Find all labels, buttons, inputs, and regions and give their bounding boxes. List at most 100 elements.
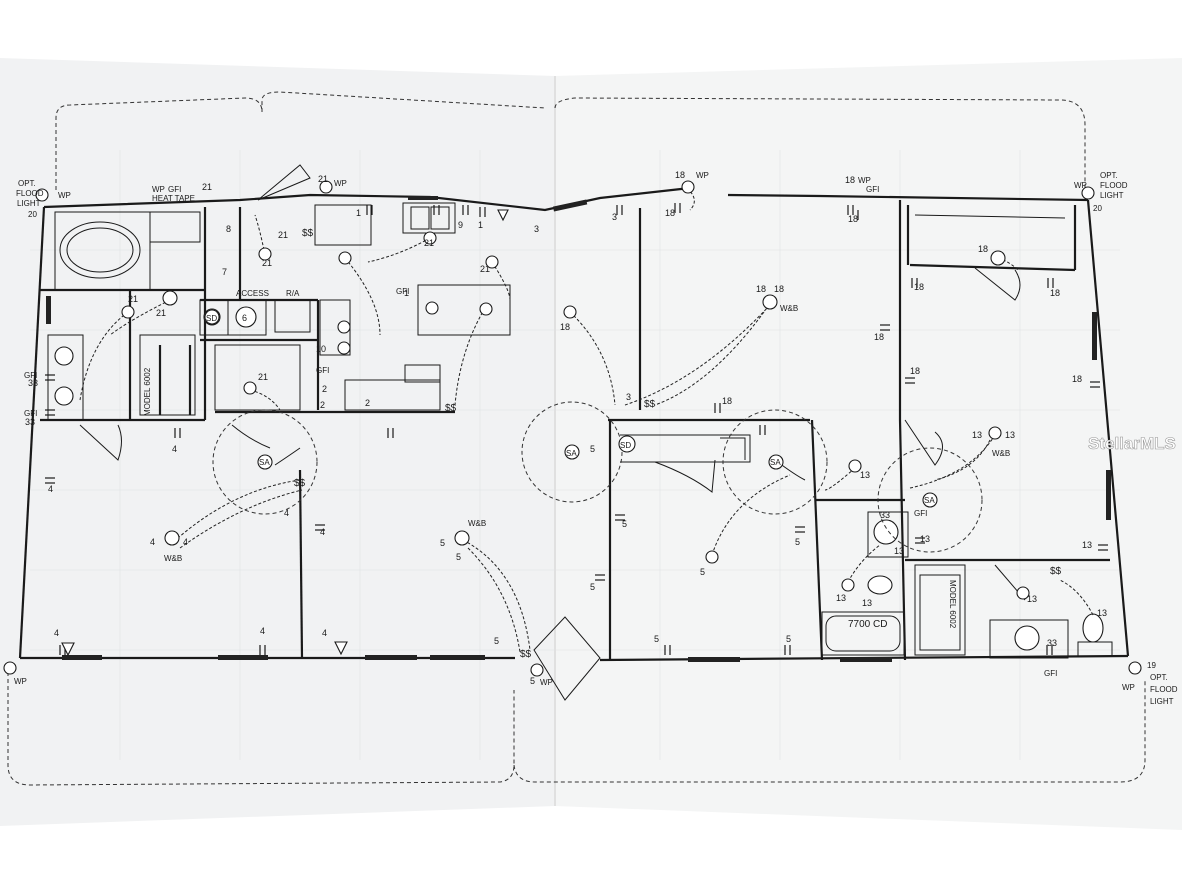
flood-left-line2: FLOOD — [16, 189, 44, 198]
wp-heat: WP — [152, 185, 165, 194]
switch-bed: $$ — [294, 478, 306, 489]
circuit-number-c18f: 18 — [774, 284, 784, 294]
circuit-number-c5a: 5 — [440, 538, 445, 548]
circuit-number-c33a: 33 — [28, 378, 38, 388]
circuit-number-c21h: 21 — [480, 264, 490, 274]
circuit-number-c13g: 13 — [836, 593, 846, 603]
ra-label: R/A — [286, 289, 300, 298]
smoke-alarm-coverage — [212, 401, 983, 553]
flood-right-line1: OPT. — [1100, 171, 1118, 180]
flood-br-line3: LIGHT — [1150, 697, 1174, 706]
heat-tape-label: HEAT TAPE — [152, 194, 195, 203]
circuit-number-c13c: 13 — [860, 470, 870, 480]
wp-right-top2: WP — [858, 176, 871, 185]
windows — [46, 196, 1111, 662]
circuit-number-c4h: 4 — [260, 626, 265, 636]
sd-hall: SD — [620, 441, 631, 450]
circuit-number-c4c: 4 — [183, 537, 188, 547]
flood-br-num: 19 — [1147, 661, 1156, 670]
sa-center: SA — [566, 449, 577, 458]
wb-left-bedroom: W&B — [164, 554, 182, 563]
circuit-number-c18i: 18 — [978, 244, 988, 254]
wb-master: W&B — [992, 449, 1010, 458]
hall-bath-fixtures — [821, 511, 1113, 659]
circuit-number-c21b: 21 — [318, 174, 328, 184]
wp-left-top: WP — [58, 191, 71, 200]
shower-stall — [149, 211, 201, 243]
circuit-number-c5e: 5 — [590, 582, 595, 592]
circuit-number-c5f: 5 — [654, 634, 659, 644]
circuit-number-c18h: 18 — [722, 396, 732, 406]
circuit-number-c5j: 5 — [700, 567, 705, 577]
switch-entry: $$ — [302, 228, 314, 239]
left-page — [0, 58, 555, 826]
light-fixtures — [3, 180, 1142, 677]
circuit-number-c6: 6 — [242, 313, 247, 323]
circuit-number-c33c: 33 — [880, 510, 890, 520]
circuit-number-c4f: 4 — [320, 527, 325, 537]
tub-label: 7700 CD — [848, 619, 887, 630]
wp-right-door: WP — [696, 171, 709, 180]
flood-left-line3: LIGHT — [17, 199, 41, 208]
circuit-number-c13e: 13 — [920, 534, 930, 544]
switch-master: $$ — [1050, 566, 1062, 577]
phone-jack-icon — [61, 642, 75, 657]
circuit-number-c5i: 5 — [786, 634, 791, 644]
flood-right-line3: LIGHT — [1100, 191, 1124, 200]
eave-outline — [7, 91, 1146, 786]
gfi-vanity2: GFI — [24, 409, 37, 418]
circuit-number-c9: 9 — [458, 220, 463, 230]
outlets — [45, 203, 1108, 655]
circuit-number-c18k: 18 — [1050, 288, 1060, 298]
wb-family: W&B — [780, 304, 798, 313]
circuit-number-c18b: 18 — [845, 175, 855, 185]
circuit-number-c13h: 13 — [862, 598, 872, 608]
gfi-heat: GFI — [168, 185, 181, 194]
access-label: ACCESS — [236, 289, 269, 298]
circuit-number-c7: 7 — [222, 267, 227, 277]
circuit-number-c21i: 21 — [258, 372, 268, 382]
circuit-number-c4d: 4 — [48, 484, 53, 494]
circuit-number-c21e: 21 — [278, 230, 288, 240]
circuit-number-c3b: 3 — [534, 224, 539, 234]
wiring — [79, 187, 1094, 653]
circuit-number-c18m: 18 — [910, 366, 920, 376]
model-label-left: MODEL 6002 — [143, 367, 152, 416]
switch-kitchen: $$ — [445, 403, 457, 414]
circuit-number-c5b: 5 — [456, 552, 461, 562]
circuit-number-c2b: 2 — [365, 398, 370, 408]
gfi-bath: GFI — [914, 509, 927, 518]
wp-front-door: WP — [540, 678, 553, 687]
circuit-number-c8: 8 — [226, 224, 231, 234]
circuit-number-c18n: 18 — [1072, 374, 1082, 384]
circuit-number-c21f: 21 — [262, 258, 272, 268]
doors — [79, 164, 1026, 701]
circuit-number-c5c: 5 — [590, 444, 595, 454]
sa-left: SA — [259, 458, 270, 467]
circuit-number-c4i: 4 — [322, 628, 327, 638]
model-label-right: MODEL 6002 — [948, 580, 957, 629]
circuit-number-c18c: 18 — [665, 208, 675, 218]
circuit-number-c18j: 18 — [914, 282, 924, 292]
circuit-number-c2a: 2 — [322, 384, 327, 394]
flood-right-line2: FLOOD — [1100, 181, 1128, 190]
sa-right: SA — [770, 458, 781, 467]
flood-right-num: 20 — [1093, 204, 1102, 213]
circuit-number-c1b: 1 — [404, 288, 409, 298]
circuit-number-c4e: 4 — [284, 508, 289, 518]
wb-living: W&B — [468, 519, 486, 528]
tv-jack-icon — [334, 641, 348, 656]
gfi-vanity1: GFI — [24, 371, 37, 380]
drawing-labels: OPT. FLOOD LIGHT 20 WP OPT. FLOOD LIGHT … — [14, 171, 1178, 706]
sa-master: SA — [924, 496, 935, 505]
circuit-number-c13f: 13 — [894, 546, 904, 556]
circuit-number-c1a: 1 — [356, 208, 361, 218]
circuit-number-c18e: 18 — [756, 284, 766, 294]
laundry-appliances — [199, 299, 351, 356]
circuit-number-c10: 10 — [316, 344, 326, 354]
circuit-number-c1c: 1 — [478, 220, 483, 230]
wp-right-top: WP — [1074, 181, 1087, 190]
circuit-number-c13j: 13 — [1097, 608, 1107, 618]
master-vanity — [47, 334, 84, 421]
